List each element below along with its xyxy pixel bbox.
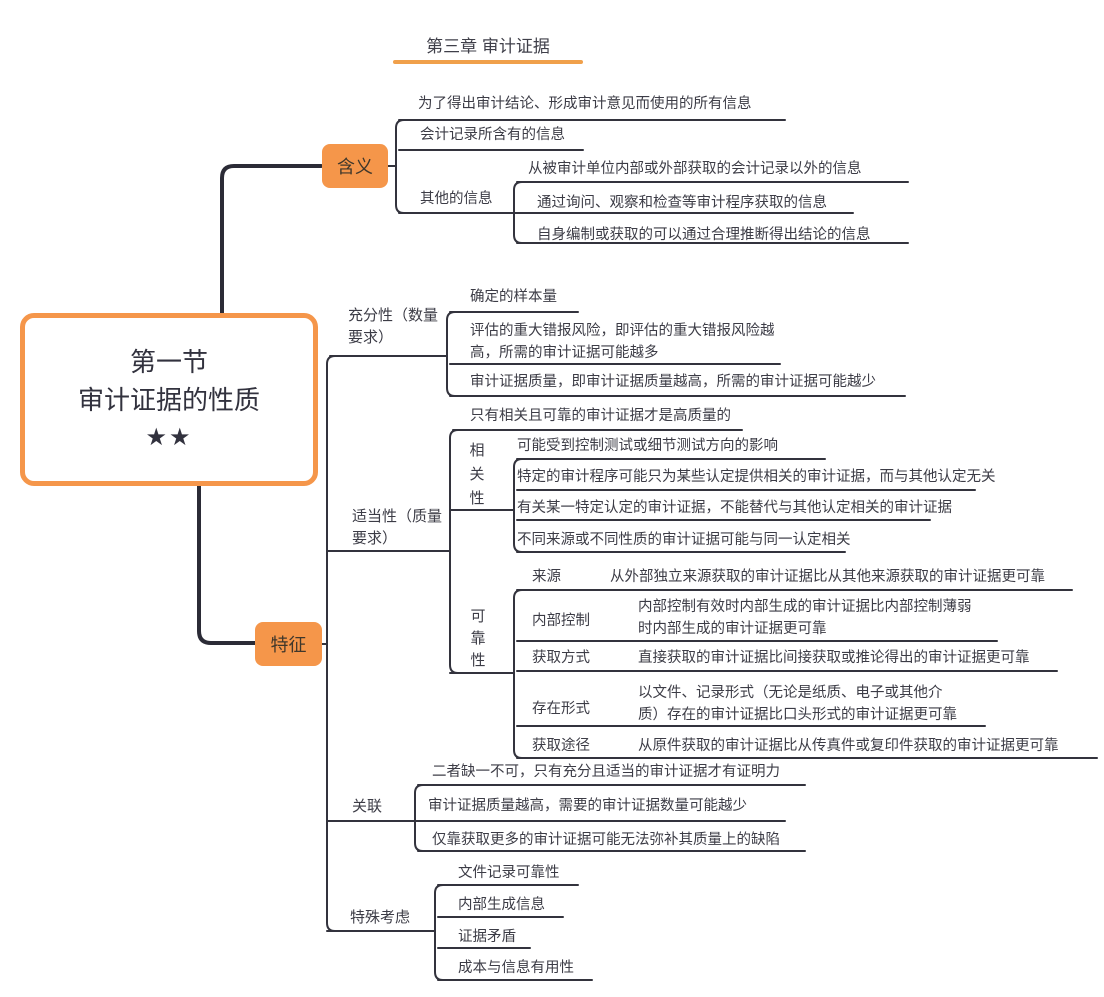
node-reliability-row2-desc-line2: 时内部生成的审计证据更可靠 (638, 621, 827, 637)
node-relation-item2[interactable]: 审计证据质量越高，需要的审计证据数量可能越少 (428, 798, 747, 814)
node-reliability-row5-key[interactable]: 获取途径 (532, 738, 590, 754)
node-reliability-row4-desc-line2: 质）存在的审计证据比口头形式的审计证据更可靠 (638, 707, 957, 723)
node-relevance-item4[interactable]: 不同来源或不同性质的审计证据可能与同一认定相关 (517, 532, 851, 548)
root-line2: 审计证据的性质 (77, 384, 260, 415)
node-sufficiency-item1[interactable]: 确定的样本量 (470, 289, 557, 305)
topic-meaning-label: 含义 (337, 157, 373, 177)
node-appropriateness-note[interactable]: 只有相关且可靠的审计证据才是高质量的 (470, 408, 731, 424)
node-other-item3[interactable]: 自身编制或获取的可以通过合理推断得出结论的信息 (537, 227, 871, 243)
feature-branch-lines (320, 311, 1098, 981)
page-title: 第三章 审计证据 (426, 37, 550, 56)
node-reliability-row2-key[interactable]: 内部控制 (532, 613, 590, 629)
node-sufficiency-label[interactable]: 充分性（数量要求） (348, 307, 439, 346)
topic-feature[interactable]: 特征 (255, 622, 322, 666)
node-relation-label[interactable]: 关联 (352, 798, 383, 815)
node-special-item3[interactable]: 证据矛盾 (458, 929, 516, 945)
root-topic[interactable]: 第一节 审计证据的性质 ★★ (20, 313, 318, 486)
node-other-item2[interactable]: 通过询问、观察和检查等审计程序获取的信息 (537, 195, 827, 211)
node-sufficiency-item2[interactable]: 评估的重大错报风险，即评估的重大错报风险越 高，所需的审计证据可能越多 (470, 320, 775, 364)
node-other-item1[interactable]: 从被审计单位内部或外部获取的会计记录以外的信息 (528, 161, 862, 177)
title-underline (393, 60, 583, 64)
node-sufficiency-item2-line2: 高，所需的审计证据可能越多 (470, 345, 659, 361)
topic-feature-label: 特征 (270, 635, 307, 655)
node-reliability-row1-desc[interactable]: 从外部独立来源获取的审计证据比从其他来源获取的审计证据更可靠 (610, 569, 1045, 585)
node-reliability-row1-key[interactable]: 来源 (532, 569, 561, 585)
node-sufficiency-item2-line1: 评估的重大错报风险，即评估的重大错报风险越 (470, 323, 775, 339)
node-reliability-row3-desc[interactable]: 直接获取的审计证据比间接获取或推论得出的审计证据更可靠 (638, 650, 1030, 666)
trunk-lines (197, 164, 323, 645)
node-relation-item1[interactable]: 二者缺一不可，只有充分且适当的审计证据才有证明力 (432, 764, 780, 780)
node-special-item2[interactable]: 内部生成信息 (458, 897, 545, 913)
node-reliability-row2-desc[interactable]: 内部控制有效时内部生成的审计证据比内部控制薄弱 时内部生成的审计证据更可靠 (638, 596, 972, 640)
node-special-item4[interactable]: 成本与信息有用性 (458, 960, 574, 976)
node-appropriateness-label[interactable]: 适当性（质量要求） (352, 508, 443, 547)
node-reliability-row3-key[interactable]: 获取方式 (532, 650, 590, 666)
node-other-info-label[interactable]: 其他的信息 (420, 191, 493, 207)
node-special-label[interactable]: 特殊考虑 (350, 909, 411, 926)
node-reliability-label[interactable]: 可靠性 (470, 608, 486, 669)
topic-meaning[interactable]: 含义 (322, 144, 388, 188)
root-line1: 第一节 (129, 346, 208, 377)
node-reliability-row4-desc[interactable]: 以文件、记录形式（无论是纸质、电子或其他介 质）存在的审计证据比口头形式的审计证… (638, 682, 957, 726)
node-relevance-label[interactable]: 相关性 (469, 442, 485, 507)
root-stars: ★★ (145, 423, 193, 451)
node-reliability-row4-key[interactable]: 存在形式 (532, 701, 590, 717)
node-special-item1[interactable]: 文件记录可靠性 (458, 865, 560, 881)
node-relation-item3[interactable]: 仅靠获取更多的审计证据可能无法弥补其质量上的缺陷 (432, 832, 780, 848)
node-meaning-item1[interactable]: 为了得出审计结论、形成审计意见而使用的所有信息 (418, 96, 752, 112)
node-meaning-item2[interactable]: 会计记录所含有的信息 (420, 127, 565, 143)
node-relevance-item1[interactable]: 可能受到控制测试或细节测试方向的影响 (517, 438, 778, 454)
node-relevance-item2[interactable]: 特定的审计程序可能只为某些认定提供相关的审计证据，而与其他认定无关 (517, 469, 996, 485)
node-sufficiency-item3[interactable]: 审计证据质量，即审计证据质量越高，所需的审计证据可能越少 (470, 374, 876, 390)
node-reliability-row2-desc-line1: 内部控制有效时内部生成的审计证据比内部控制薄弱 (638, 599, 972, 615)
meaning-branch-lines (387, 119, 909, 244)
node-relevance-item3[interactable]: 有关某一特定认定的审计证据，不能替代与其他认定相关的审计证据 (517, 500, 952, 516)
node-reliability-row4-desc-line1: 以文件、记录形式（无论是纸质、电子或其他介 (638, 685, 943, 701)
node-reliability-row5-desc[interactable]: 从原件获取的审计证据比从传真件或复印件获取的审计证据更可靠 (638, 738, 1059, 754)
